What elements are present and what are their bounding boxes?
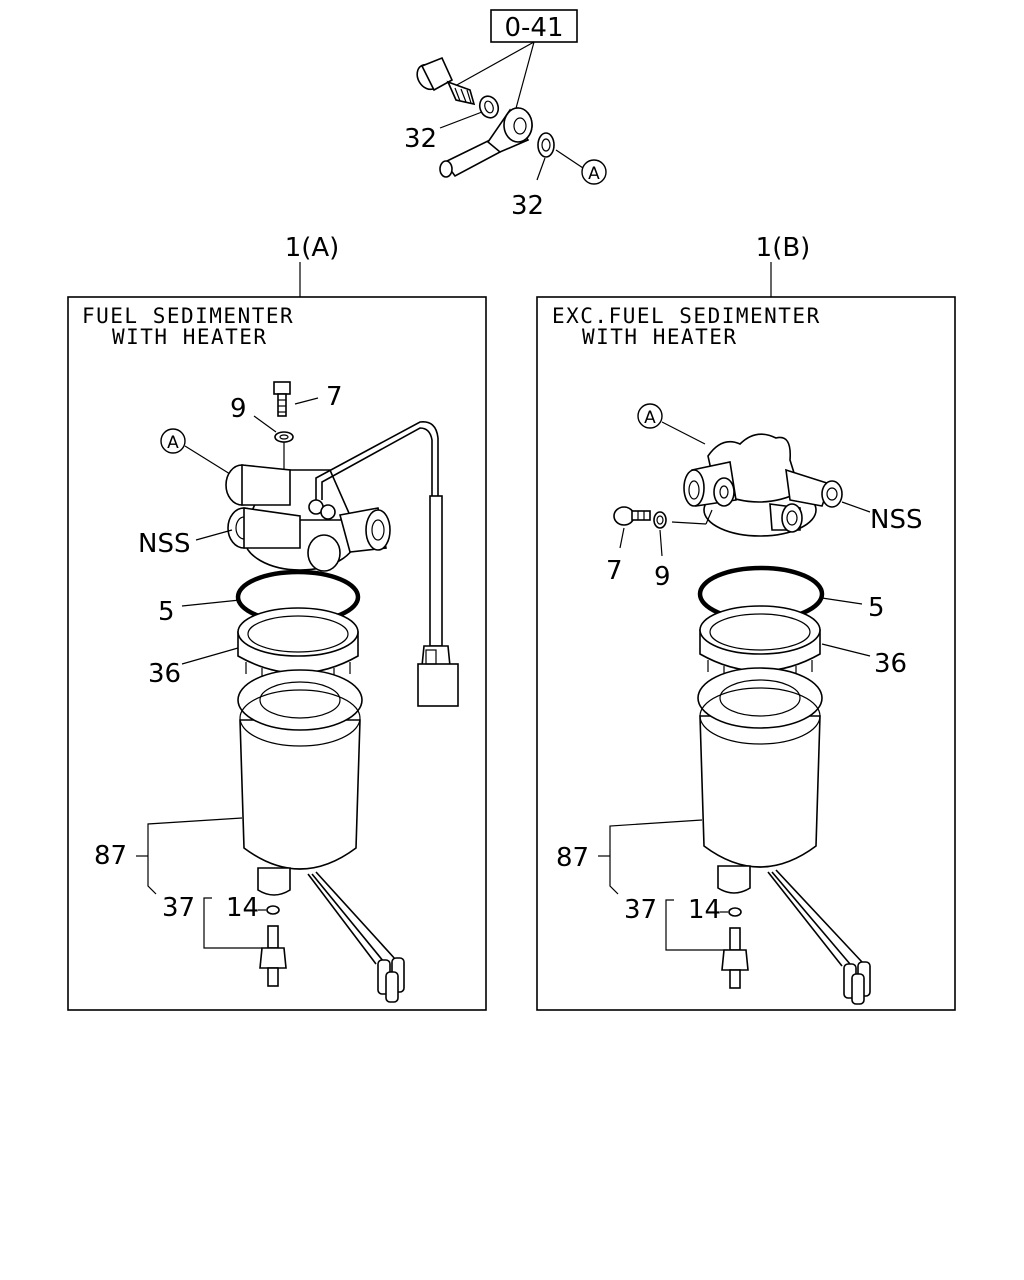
circle-a-marker — [637, 403, 663, 429]
callout-36[interactable]: 36 — [874, 649, 907, 679]
callout-nss[interactable]: NSS — [870, 505, 922, 535]
panel-1b-title-line2: WITH HEATER — [582, 325, 738, 349]
circle-a-label: A — [167, 433, 179, 453]
heater-wire — [315, 421, 459, 707]
circle-a-label: A — [644, 408, 656, 428]
filter-head — [683, 433, 843, 537]
callout-7[interactable]: 7 — [606, 556, 623, 586]
callout-5[interactable]: 5 — [868, 593, 885, 623]
washer-icon — [537, 132, 555, 158]
banjo-bolt — [416, 56, 476, 106]
small-o-ring-icon — [266, 905, 280, 915]
reference-box-label: 0-41 — [504, 13, 563, 43]
filter-head-with-heater — [225, 464, 391, 572]
panel-1b-title-line1: EXC.FUEL SEDIMENTER — [552, 304, 821, 328]
circle-a-marker — [160, 428, 186, 454]
washer-icon — [274, 431, 294, 443]
panel-1a-frame — [67, 296, 487, 1011]
callout-7[interactable]: 7 — [326, 382, 343, 412]
top-fitting-group: 0-41 32 3 — [404, 9, 607, 221]
callout-87[interactable]: 87 — [556, 843, 589, 873]
washer-icon — [653, 511, 667, 529]
panel-1a-title-line1: FUEL SEDIMENTER — [82, 304, 294, 328]
callout-14[interactable]: 14 — [688, 895, 721, 925]
bolt-icon — [273, 381, 291, 417]
panel-1a: 1(A) FUEL SEDIMENTER WITH HEATER 7 9 A — [67, 233, 487, 1011]
callout-32-upper[interactable]: 32 — [404, 124, 437, 154]
small-o-ring-icon — [728, 907, 742, 917]
callout-36[interactable]: 36 — [148, 659, 181, 689]
drain-plug-icon — [721, 927, 749, 989]
panel-1b-id[interactable]: 1(B) — [756, 233, 811, 263]
callout-9[interactable]: 9 — [230, 394, 247, 424]
panel-1b: 1(B) EXC.FUEL SEDIMENTER WITH HEATER A N… — [536, 233, 956, 1011]
circle-a-label: A — [588, 164, 600, 184]
circle-a-marker — [581, 159, 607, 185]
callout-37[interactable]: 37 — [624, 895, 657, 925]
panel-1b-frame — [536, 296, 956, 1011]
reference-box[interactable] — [490, 9, 578, 43]
callout-14[interactable]: 14 — [226, 893, 259, 923]
retaining-ring — [699, 605, 821, 682]
washer-icon — [478, 95, 500, 119]
callout-9[interactable]: 9 — [654, 562, 671, 592]
panel-1a-title-line2: WITH HEATER — [112, 325, 268, 349]
filter-bowl — [237, 669, 405, 1003]
bolt-icon — [613, 506, 651, 526]
callout-nss[interactable]: NSS — [138, 529, 190, 559]
retaining-ring — [237, 607, 359, 684]
callout-5[interactable]: 5 — [158, 597, 175, 627]
drain-plug-icon — [259, 925, 287, 987]
callout-37[interactable]: 37 — [162, 893, 195, 923]
filter-bowl — [697, 667, 871, 1005]
eye-fitting — [439, 107, 533, 178]
panel-1a-id[interactable]: 1(A) — [285, 233, 340, 263]
callout-87[interactable]: 87 — [94, 841, 127, 871]
callout-32-lower[interactable]: 32 — [511, 191, 544, 221]
